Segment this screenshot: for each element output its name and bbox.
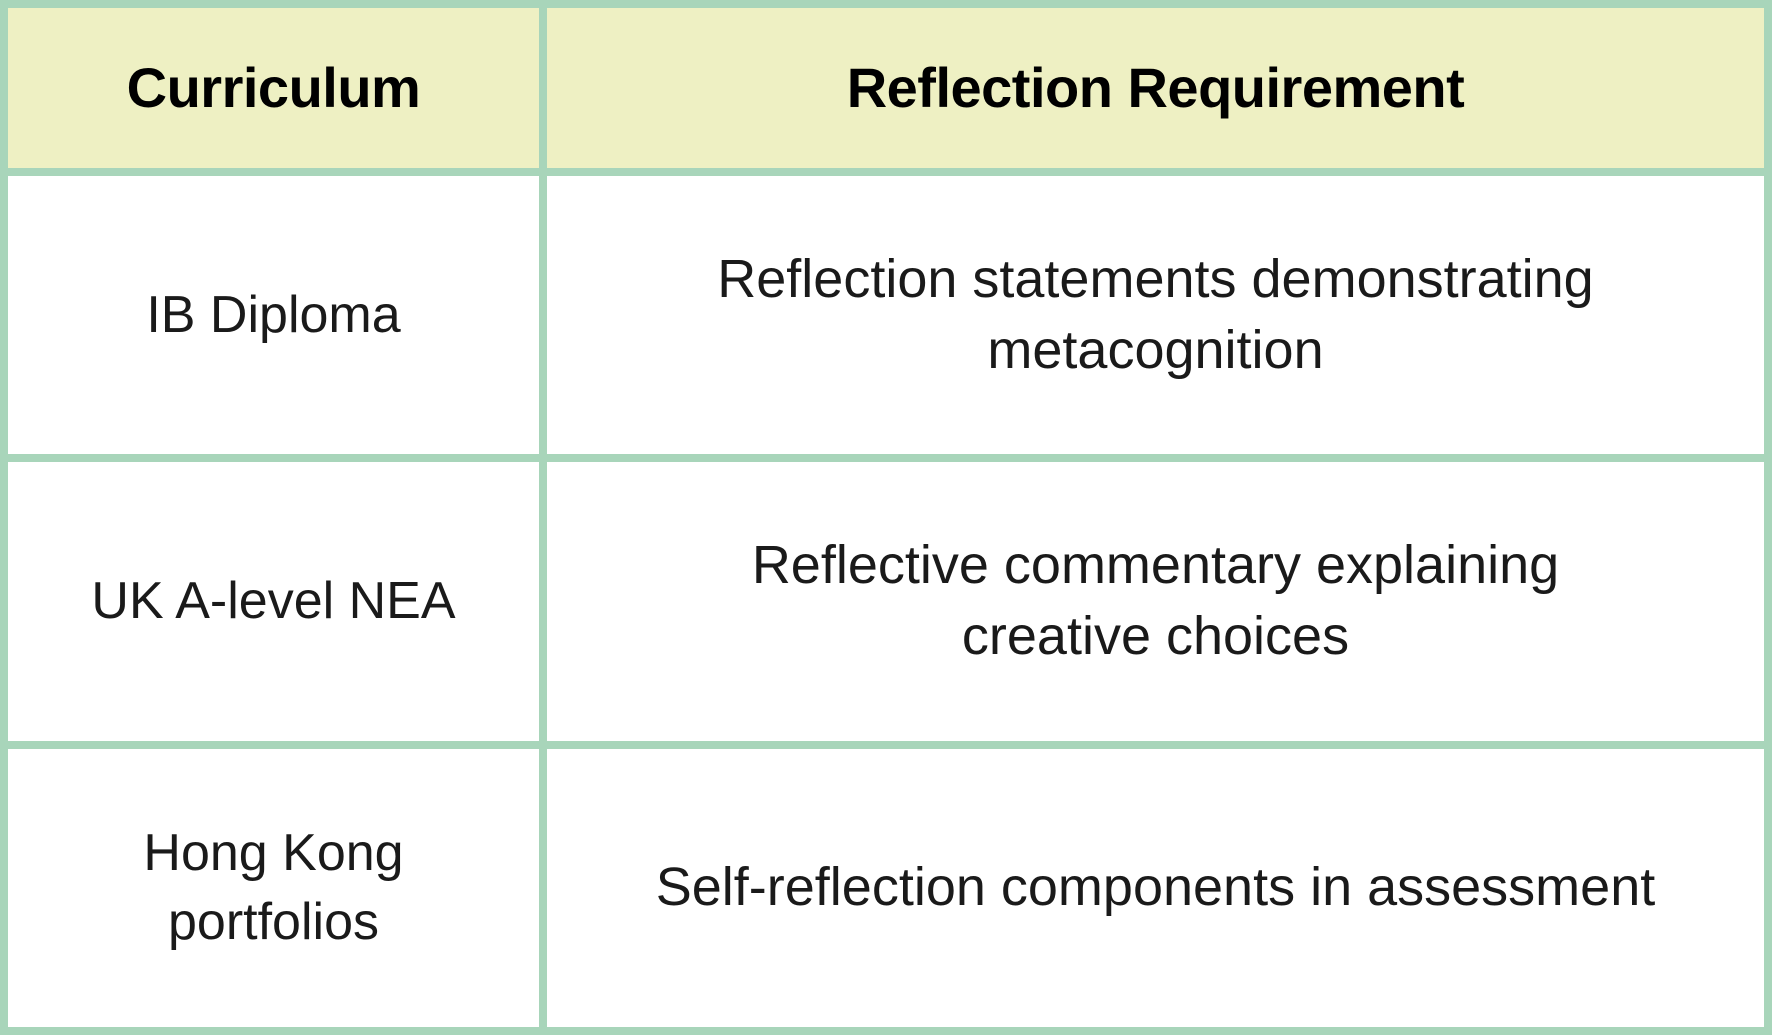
table-row: IB Diploma Reflection statements demonst… xyxy=(8,176,1764,455)
cell-reflection-requirement: Reflective commentary explaining creativ… xyxy=(547,462,1764,741)
cell-curriculum-text: Hong Kong portfolios xyxy=(143,824,404,951)
column-header-curriculum: Curriculum xyxy=(8,8,539,168)
cell-reflection-requirement-text: Self-reflection components in assessment xyxy=(655,857,1656,918)
table-row: Hong Kong portfolios Self-reflection com… xyxy=(8,748,1764,1027)
cell-curriculum: IB Diploma xyxy=(8,176,539,455)
cell-curriculum: Hong Kong portfolios xyxy=(8,748,539,1027)
cell-curriculum: UK A-level NEA xyxy=(8,462,539,741)
cell-reflection-requirement-text: Reflection statements demonstrating meta… xyxy=(717,248,1594,381)
column-header-reflection-requirement: Reflection Requirement xyxy=(547,8,1764,168)
cell-curriculum-text: UK A-level NEA xyxy=(91,572,456,631)
table-header-row: Curriculum Reflection Requirement xyxy=(8,8,1764,168)
cell-reflection-requirement: Reflection statements demonstrating meta… xyxy=(547,176,1764,455)
column-header-curriculum-label: Curriculum xyxy=(126,56,421,120)
cell-reflection-requirement-text: Reflective commentary explaining creativ… xyxy=(751,535,1560,667)
cell-reflection-requirement: Self-reflection components in assessment xyxy=(547,748,1764,1027)
column-header-reflection-requirement-label: Reflection Requirement xyxy=(846,56,1465,120)
table-row: UK A-level NEA Reflective commentary exp… xyxy=(8,462,1764,741)
cell-curriculum-text: IB Diploma xyxy=(146,285,401,344)
